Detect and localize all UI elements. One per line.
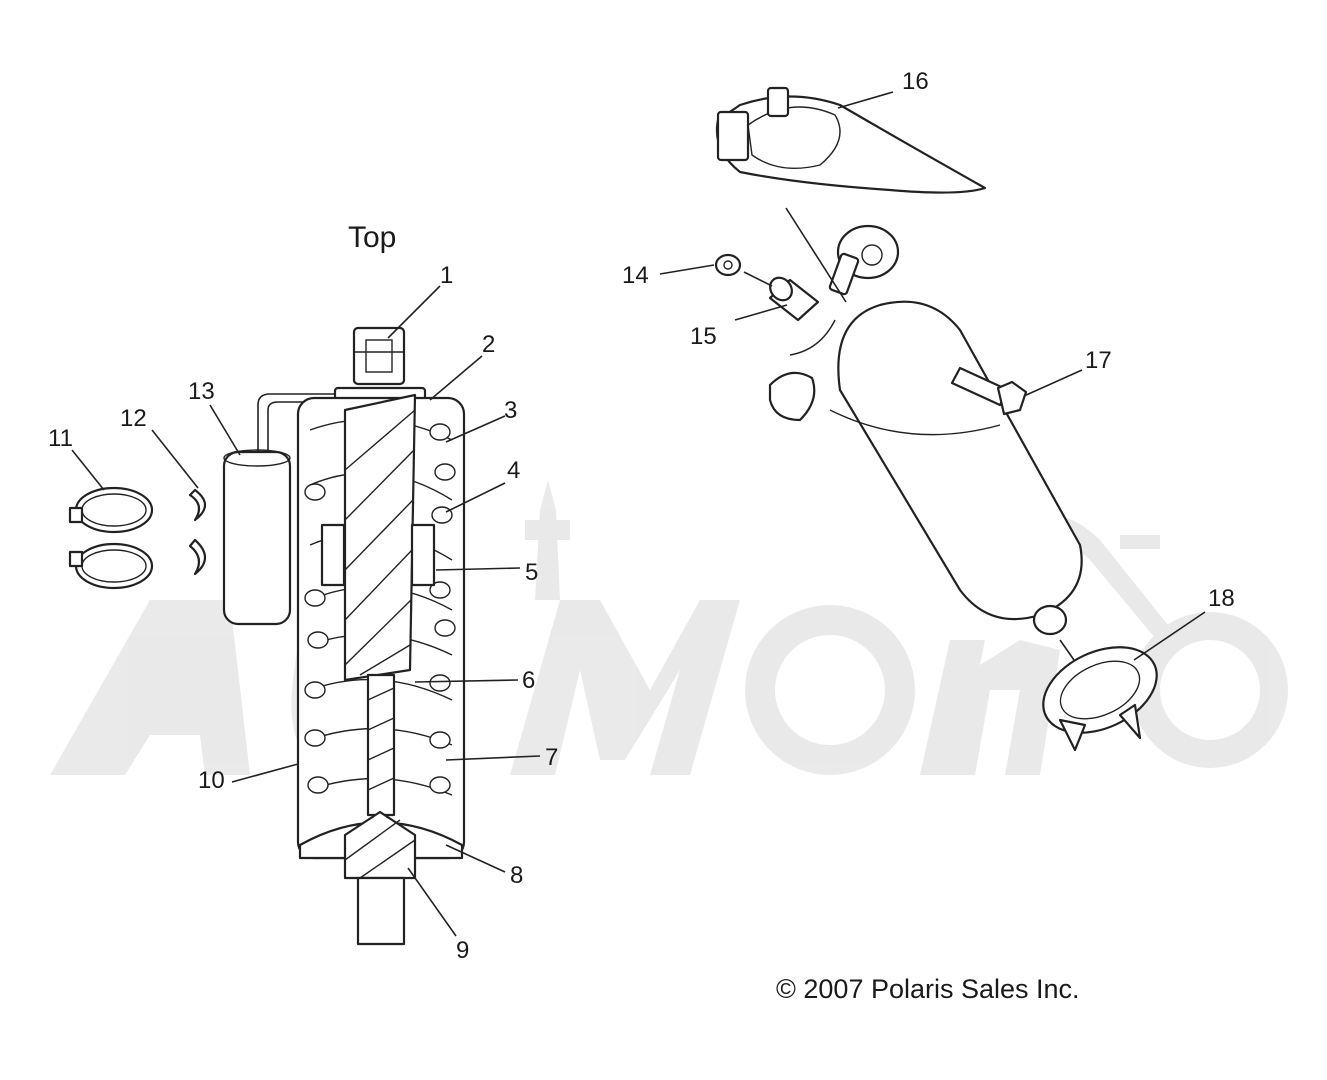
callout-16: 16 — [902, 68, 929, 95]
callout-12: 12 — [120, 405, 147, 432]
keeper-clips — [188, 488, 207, 576]
callout-7: 7 — [545, 744, 558, 771]
top-heading: Top — [348, 221, 396, 254]
callout-6: 6 — [522, 667, 535, 694]
callout-11: 11 — [48, 425, 73, 452]
callout-10: 10 — [198, 767, 225, 794]
shock-assembly-cutaway — [222, 326, 466, 946]
callout-9: 9 — [456, 937, 469, 964]
callout-2: 2 — [482, 331, 495, 358]
callout-3: 3 — [504, 397, 517, 424]
callout-13: 13 — [188, 378, 215, 405]
leader-lines — [71, 91, 1206, 937]
callout-14: 14 — [622, 262, 649, 289]
callout-labels: 1 2 3 4 5 6 7 8 9 10 11 12 13 14 15 16 1… — [48, 68, 1235, 964]
callout-4: 4 — [507, 457, 520, 484]
copyright-notice: © 2007 Polaris Sales Inc. — [776, 974, 1080, 1004]
clamp-rings — [68, 486, 154, 590]
callout-17: 17 — [1085, 347, 1112, 374]
callout-5: 5 — [525, 559, 538, 586]
callout-15: 15 — [690, 323, 717, 350]
callout-18: 18 — [1208, 585, 1235, 612]
callout-1: 1 — [440, 262, 453, 289]
callout-8: 8 — [510, 862, 523, 889]
watermark-logo — [50, 480, 1288, 775]
shock-exploded-view — [714, 86, 1158, 752]
